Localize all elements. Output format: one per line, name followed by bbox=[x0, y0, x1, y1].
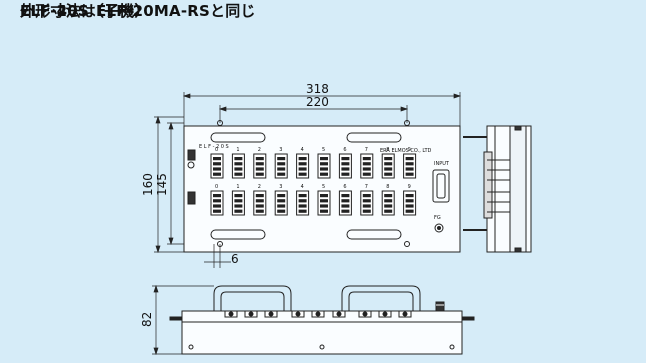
mount-slot bbox=[346, 229, 402, 240]
terminal-number: 3 bbox=[279, 184, 282, 190]
terminal-block: 7 bbox=[360, 184, 374, 216]
power-connector bbox=[187, 191, 196, 205]
board-fg-label: FG bbox=[434, 215, 441, 221]
power-jack bbox=[187, 161, 195, 169]
screw bbox=[188, 344, 194, 350]
mount-slot bbox=[210, 229, 266, 240]
dim-hole-pitch: 220 bbox=[306, 95, 329, 109]
terminal-block: 9 bbox=[403, 184, 417, 216]
carry-handle bbox=[341, 285, 421, 311]
dim-overall-width: 318 bbox=[306, 82, 329, 96]
dim-hole-height: 145 bbox=[155, 173, 169, 196]
board-outline bbox=[183, 125, 461, 253]
terminal-number: 4 bbox=[301, 184, 304, 190]
terminal-number: 6 bbox=[343, 147, 346, 153]
front-connector bbox=[244, 310, 258, 318]
terminal-block: 1 bbox=[231, 184, 245, 216]
terminal-block: 8 bbox=[381, 147, 395, 179]
carry-handle bbox=[213, 285, 292, 311]
terminal-number: 7 bbox=[365, 147, 368, 153]
front-connector bbox=[224, 310, 238, 318]
front-connector bbox=[378, 310, 392, 318]
terminal-number: 8 bbox=[386, 147, 389, 153]
mount-hole bbox=[404, 241, 410, 247]
screw bbox=[449, 344, 455, 350]
front-connector bbox=[332, 310, 346, 318]
terminal-block: 2 bbox=[253, 184, 267, 216]
terminal-block: 7 bbox=[360, 147, 374, 179]
terminal-number: 5 bbox=[322, 184, 325, 190]
dim-mount-offset: 6 bbox=[231, 252, 239, 266]
front-connector bbox=[398, 310, 412, 318]
terminal-row-bottom: 0 1 2 3 4 5 6 7 8 9 bbox=[210, 184, 417, 216]
terminal-number: 4 bbox=[301, 147, 304, 153]
dimension-lines-top bbox=[154, 92, 462, 268]
terminal-block: 4 bbox=[296, 147, 310, 179]
top-view bbox=[183, 120, 461, 253]
front-connector bbox=[291, 310, 305, 318]
terminal-number: 9 bbox=[408, 184, 411, 190]
dsub-connector bbox=[432, 169, 450, 203]
dim-depth: 82 bbox=[140, 312, 154, 327]
terminal-number: 2 bbox=[258, 184, 261, 190]
front-view bbox=[169, 285, 475, 355]
terminal-block: 2 bbox=[253, 147, 267, 179]
mount-slot bbox=[210, 132, 266, 143]
terminal-block: 8 bbox=[381, 184, 395, 216]
board-port-label: INPUT bbox=[434, 161, 450, 167]
terminal-number: 0 bbox=[215, 184, 218, 190]
screw bbox=[319, 344, 325, 350]
terminal-block: 4 bbox=[296, 184, 310, 216]
power-connector bbox=[187, 149, 196, 161]
terminal-number: 0 bbox=[215, 147, 218, 153]
terminal-block: 6 bbox=[338, 147, 352, 179]
front-connector bbox=[264, 310, 278, 318]
board-model-label: E L F - 2 0 S bbox=[199, 144, 229, 150]
board-maker-label: ERA ELMOS CO., LTD bbox=[380, 148, 432, 154]
dsub-connector-inner bbox=[436, 173, 446, 199]
mount-slot bbox=[346, 132, 402, 143]
terminal-number: 1 bbox=[236, 184, 239, 190]
front-connector bbox=[358, 310, 372, 318]
front-view-body bbox=[181, 310, 463, 355]
terminal-number: 1 bbox=[236, 147, 239, 153]
terminal-block: 6 bbox=[338, 184, 352, 216]
terminal-number: 9 bbox=[408, 147, 411, 153]
terminal-number: 6 bbox=[343, 184, 346, 190]
terminal-number: 7 bbox=[365, 184, 368, 190]
terminal-number: 8 bbox=[386, 184, 389, 190]
terminal-block: 3 bbox=[274, 184, 288, 216]
terminal-number: 5 bbox=[322, 147, 325, 153]
terminal-block: 9 bbox=[403, 147, 417, 179]
terminal-block: 1 bbox=[231, 147, 245, 179]
heading-line-2: 外形寸法はELF-20MA-RSと同じ bbox=[20, 2, 256, 20]
terminal-number: 3 bbox=[279, 147, 282, 153]
fg-knob bbox=[435, 301, 445, 312]
terminal-row-top: 0 1 2 3 4 5 6 7 8 9 bbox=[210, 147, 417, 179]
dim-overall-height: 160 bbox=[141, 173, 155, 196]
heading-line-1: ELF-40S（子機） bbox=[20, 2, 150, 20]
terminal-block: 0 bbox=[210, 184, 224, 216]
terminal-block: 5 bbox=[317, 184, 331, 216]
dimension-lines-front bbox=[152, 284, 214, 356]
terminal-block: 0 bbox=[210, 147, 224, 179]
terminal-block: 5 bbox=[317, 147, 331, 179]
terminal-block: 3 bbox=[274, 147, 288, 179]
fg-terminal bbox=[434, 223, 444, 233]
heading-line-3: ELF-20S（子機） bbox=[20, 2, 150, 20]
fg-terminal-center bbox=[437, 226, 441, 230]
front-connector bbox=[311, 310, 325, 318]
terminal-number: 2 bbox=[258, 147, 261, 153]
right-side-view bbox=[463, 125, 532, 253]
